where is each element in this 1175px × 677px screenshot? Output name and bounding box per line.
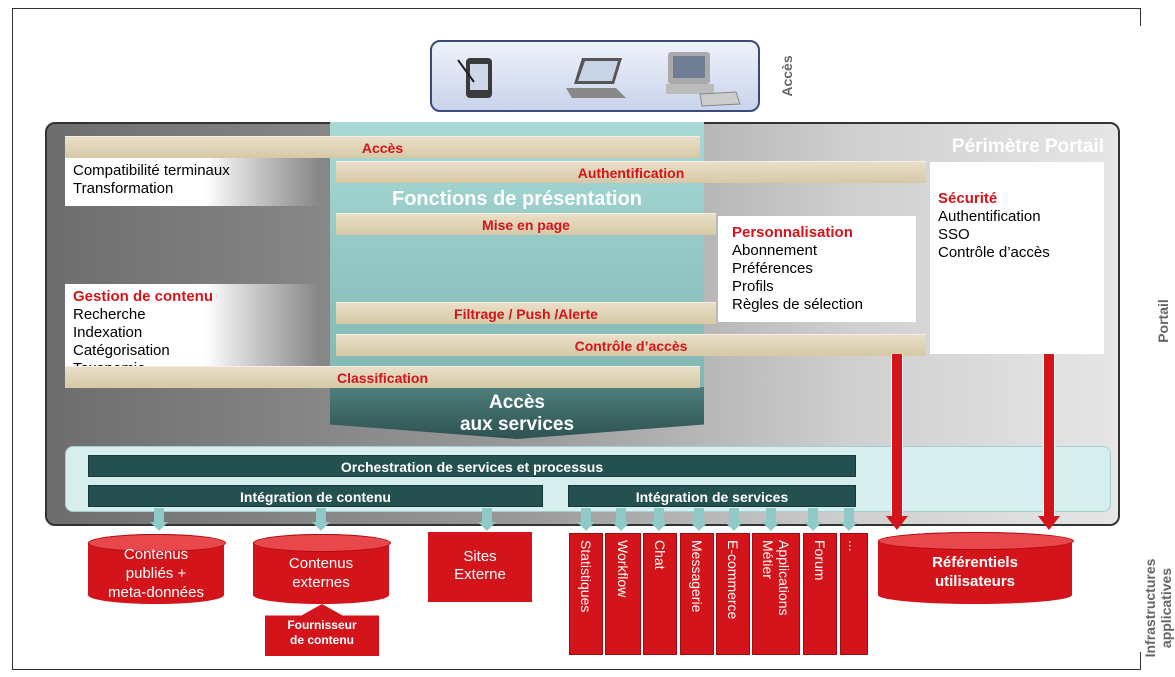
band-classification: Classification xyxy=(65,366,700,388)
band-acces: Accès xyxy=(65,136,700,158)
personalization-item: Règles de sélection xyxy=(732,296,863,313)
security-item: SSO xyxy=(938,226,970,243)
user-directory-line2: utilisateurs xyxy=(934,573,1016,590)
portal-side-label: Portail xyxy=(1155,299,1171,343)
personalization-item: Abonnement xyxy=(732,242,818,259)
user-directory-line1: Référentiels xyxy=(932,554,1018,571)
frame-left-line xyxy=(12,8,13,670)
security-arrow-right xyxy=(1038,354,1060,530)
security-arrow-left xyxy=(886,354,908,530)
personalization-item: Préférences xyxy=(732,260,813,277)
personalization-box: Personnalisation Abonnement Préférences … xyxy=(718,216,916,322)
service-messagerie: Messagerie xyxy=(680,533,714,655)
orchestration-bar: Orchestration de services et processus xyxy=(88,455,856,477)
frame-bottom-line xyxy=(12,669,1140,670)
service-ecommerce-label: E-commerce xyxy=(725,540,741,620)
published-content-line3: meta-données xyxy=(108,583,204,601)
arrow-down xyxy=(612,508,630,531)
external-content-line2: externes xyxy=(292,574,350,591)
tablet-icon xyxy=(457,58,492,98)
published-content-line1: Contenus xyxy=(123,545,189,563)
service-chat-label: Chat xyxy=(652,540,668,570)
service-forum: Forum xyxy=(803,533,837,655)
content-management-title: Gestion de contenu xyxy=(73,288,214,305)
laptop-icon xyxy=(566,58,626,98)
infrastructure-side-label: Infrastructures applicatives xyxy=(1142,548,1174,668)
service-applications-metier: Applications Métier xyxy=(752,533,800,655)
service-workflow-label: Workflow xyxy=(615,540,631,598)
arrow-down xyxy=(762,508,780,531)
service-forum-label: Forum xyxy=(812,540,828,581)
services-access-line2: aux services xyxy=(459,414,575,435)
arrow-down xyxy=(804,508,822,531)
service-chat: Chat xyxy=(643,533,677,655)
service-more-label: ... xyxy=(846,540,862,552)
access-management-item: Transformation xyxy=(73,180,174,197)
security-item: Authentification xyxy=(938,208,1041,225)
security-title: Sécurité xyxy=(938,190,998,207)
service-applications-line1: Applications xyxy=(776,540,792,616)
services-access-line1: Accès xyxy=(489,392,545,413)
personalization-item: Profils xyxy=(732,278,774,295)
access-devices-box xyxy=(430,40,760,112)
arrow-down xyxy=(577,508,595,531)
access-side-label: Accès xyxy=(779,55,795,97)
presentation-functions-title: Fonctions de présentation xyxy=(391,188,643,210)
content-supplier-line1: Fournisseur xyxy=(287,618,357,632)
arrow-down xyxy=(725,508,743,531)
service-messagerie-label: Messagerie xyxy=(689,540,705,613)
services-integration-bar: Intégration de services xyxy=(568,485,856,507)
arrow-down xyxy=(840,508,858,531)
personalization-title: Personnalisation xyxy=(732,224,853,241)
security-box: Sécurité Authentification SSO Contrôle d… xyxy=(930,162,1104,354)
service-statistiques: Statistiques xyxy=(569,533,603,655)
access-management-item: Compatibilité terminaux xyxy=(73,162,230,179)
content-integration-bar: Intégration de contenu xyxy=(88,485,543,507)
service-more: ... xyxy=(840,533,868,655)
service-workflow: Workflow xyxy=(605,533,641,655)
arrow-down xyxy=(150,508,168,531)
portal-perimeter-title: Périmètre Portail xyxy=(951,136,1104,157)
frame-right-top-line xyxy=(1140,8,1141,26)
infrastructure-line1: Infrastructures xyxy=(1142,558,1158,658)
frame-top-line xyxy=(12,8,1140,9)
external-content-line1: Contenus xyxy=(288,555,354,572)
content-management-item: Indexation xyxy=(73,324,143,341)
service-ecommerce: E-commerce xyxy=(716,533,750,655)
external-sites-line1: Sites xyxy=(463,548,497,565)
published-content-store: Contenus publiés + meta-données xyxy=(88,534,226,604)
content-supplier-line2: de contenu xyxy=(289,633,354,647)
service-statistiques-label: Statistiques xyxy=(578,540,594,613)
services-access-title: Accès aux services xyxy=(330,392,704,436)
band-filtrage: Filtrage / Push /Alerte xyxy=(336,302,716,324)
service-applications-label: Applications Métier xyxy=(760,540,792,616)
published-content-line2: publiés + xyxy=(125,564,187,582)
external-sites-line2: Externe xyxy=(454,566,506,583)
content-management-item: Catégorisation xyxy=(73,342,170,359)
security-item: Contrôle d’accès xyxy=(938,244,1050,261)
desktop-computer-icon xyxy=(666,52,741,107)
band-authentification: Authentification xyxy=(336,161,926,183)
arrow-down xyxy=(650,508,668,531)
user-directory-store: Référentiels utilisateurs xyxy=(878,532,1074,604)
arrow-down xyxy=(312,508,330,531)
external-sites-box: Sites Externe xyxy=(428,532,532,602)
external-content-store: Contenus externes xyxy=(253,534,391,604)
content-supplier-arrow: Fournisseur de contenu xyxy=(265,604,379,656)
infrastructure-line2: applicatives xyxy=(1158,567,1174,649)
band-mise-en-page: Mise en page xyxy=(336,213,716,235)
band-controle-acces: Contrôle d’accès xyxy=(336,334,926,356)
arrow-down xyxy=(478,508,496,531)
arrow-down xyxy=(690,508,708,531)
frame-right-bottom-line xyxy=(1140,652,1141,670)
content-management-item: Recherche xyxy=(73,306,146,323)
service-applications-line2: Métier xyxy=(760,540,776,579)
